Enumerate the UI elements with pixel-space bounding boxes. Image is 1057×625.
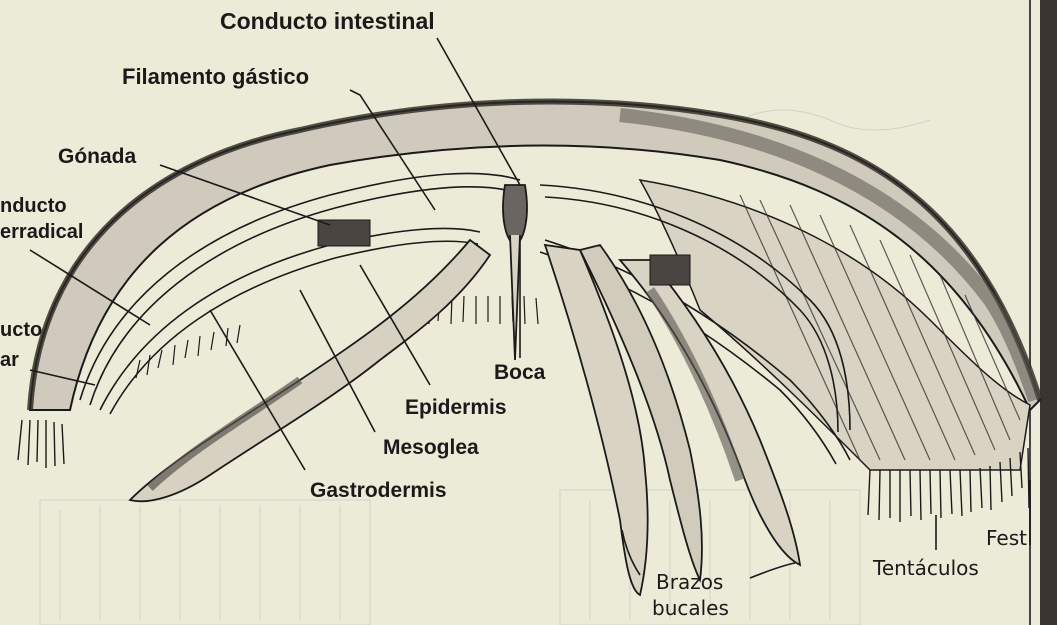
label-conducto-intestinal: Conducto intestinal xyxy=(220,10,435,33)
label-conducto-circular-line1: ucto xyxy=(0,320,42,340)
label-conducto-circular-line2: ar xyxy=(0,350,19,370)
label-tentaculos: Tentáculos xyxy=(873,558,979,578)
label-conducto-interradical-line1: nducto xyxy=(0,196,67,216)
tentacles-left xyxy=(18,420,64,468)
label-filamento-gastico: Filamento gástico xyxy=(122,66,309,88)
label-brazos-bucales-line2: bucales xyxy=(652,598,729,618)
manubrium xyxy=(503,185,527,360)
page-edge xyxy=(1040,0,1057,625)
label-mesoglea: Mesoglea xyxy=(383,437,479,458)
label-epidermis: Epidermis xyxy=(405,397,507,418)
label-boca: Boca xyxy=(494,362,545,383)
label-conducto-interradical-line2: erradical xyxy=(0,222,83,242)
label-gastrodermis: Gastrodermis xyxy=(310,480,447,501)
label-gonada: Gónada xyxy=(58,146,136,167)
label-festones: Fest xyxy=(986,528,1027,548)
bell-umbrella xyxy=(30,101,1040,470)
label-brazos-bucales-line1: Brazos xyxy=(656,572,723,592)
